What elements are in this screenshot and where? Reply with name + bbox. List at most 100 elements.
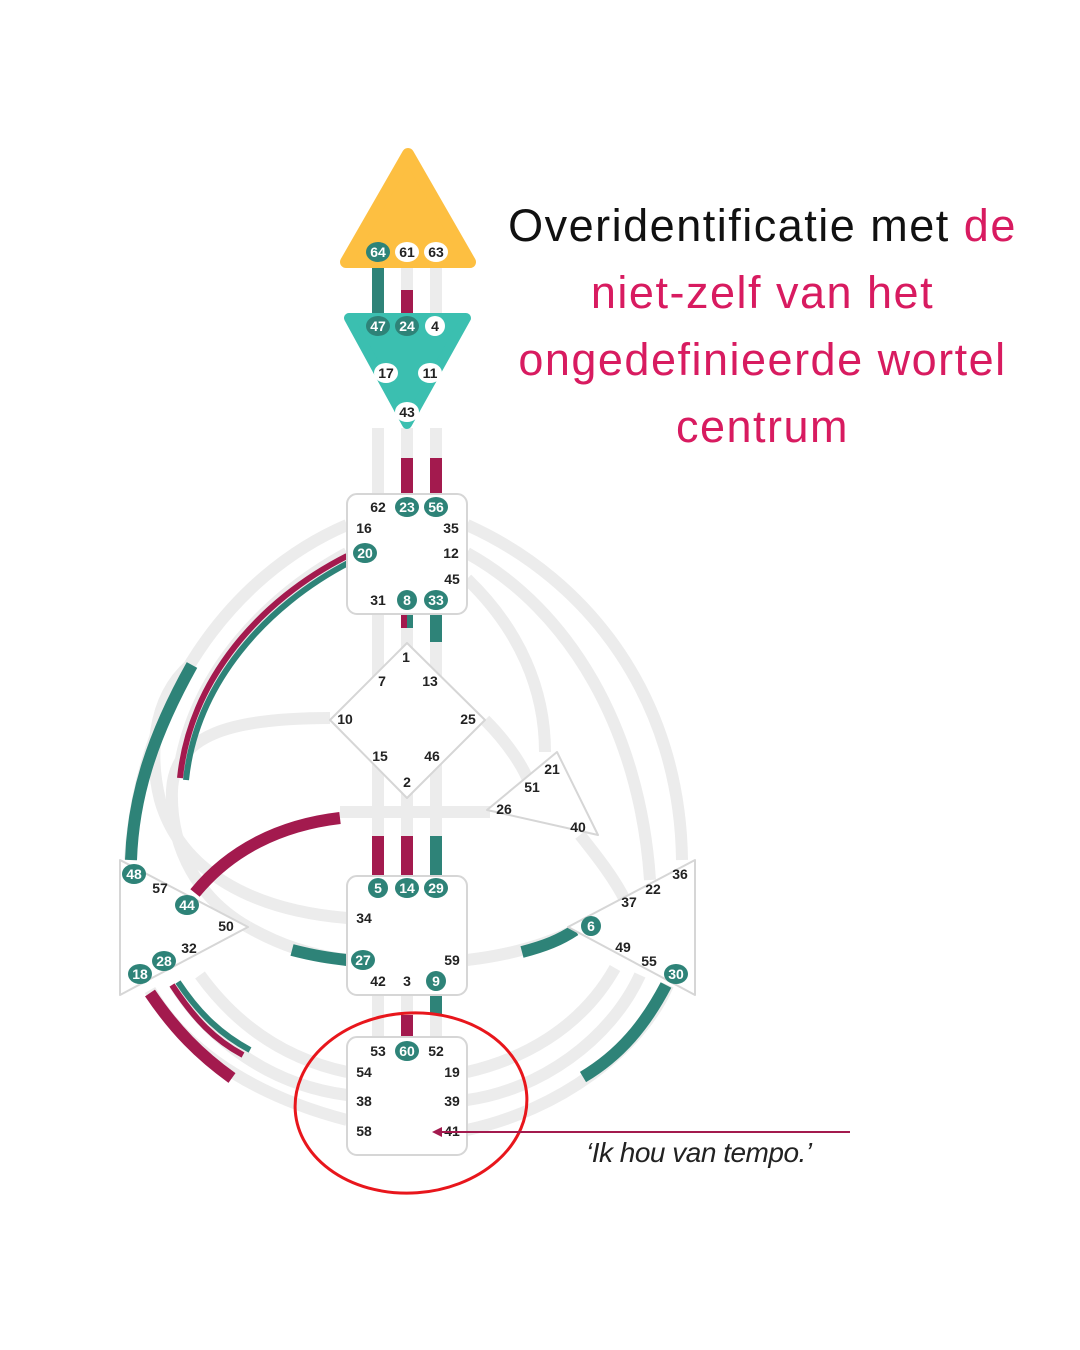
gate-55: 55 [641, 953, 657, 969]
gate-51: 51 [524, 779, 540, 795]
gate-number: 22 [645, 881, 661, 897]
gate-39: 39 [444, 1093, 460, 1109]
gate-16: 16 [356, 520, 372, 536]
gate-number: 55 [641, 953, 657, 969]
gate-number: 26 [496, 801, 512, 817]
gate-21: 21 [544, 761, 560, 777]
gate-44: 44 [175, 895, 199, 915]
gate-number: 53 [370, 1043, 386, 1059]
gate-35: 35 [443, 520, 459, 536]
quote-annotation: ‘Ik hou van tempo.’ [586, 1137, 812, 1168]
gate-number: 43 [399, 404, 415, 420]
title-plain: Overidentificatie met [508, 200, 964, 251]
gate-20: 20 [353, 543, 377, 563]
gate-number: 6 [587, 918, 595, 934]
active-gate-marker [426, 971, 446, 991]
solar-plexus-centre [567, 859, 696, 996]
active-gate-marker [395, 497, 419, 517]
gate-number: 8 [403, 592, 411, 608]
gate-52: 52 [428, 1043, 444, 1059]
gate-22: 22 [645, 881, 661, 897]
annotation-arrow-icon [432, 1127, 442, 1137]
gate-32: 32 [181, 940, 197, 956]
gate-number: 21 [544, 761, 560, 777]
gate-number: 7 [378, 673, 386, 689]
gate-1: 1 [402, 649, 410, 665]
gate-49: 49 [615, 939, 631, 955]
gate-28: 28 [152, 951, 176, 971]
active-gate-marker [397, 590, 417, 610]
gate-61: 61 [395, 242, 419, 262]
gate-number: 59 [444, 952, 460, 968]
active-gate-marker [424, 590, 448, 610]
active-gate-marker [366, 242, 390, 262]
gate-15: 15 [372, 748, 388, 764]
gate-number: 11 [423, 365, 438, 381]
gate-number: 36 [672, 866, 688, 882]
gate-number: 61 [399, 244, 415, 260]
gate-14: 14 [395, 878, 419, 898]
gate-number: 19 [444, 1064, 460, 1080]
sacral-centre [346, 875, 468, 996]
gate-40: 40 [570, 819, 586, 835]
gate-number: 4 [431, 318, 439, 334]
gate-2: 2 [403, 774, 411, 790]
page-title: Overidentificatie met de niet-zelf van h… [500, 192, 1025, 460]
active-channels [125, 268, 672, 1083]
highlight-circle [293, 1011, 529, 1195]
gate-34: 34 [356, 910, 372, 926]
gate-53: 53 [370, 1043, 386, 1059]
active-gate-marker [424, 497, 448, 517]
gate-number: 20 [357, 545, 373, 561]
active-gate-marker [395, 878, 419, 898]
gate-number: 60 [399, 1043, 415, 1059]
gate-marker [424, 242, 448, 262]
gate-10: 10 [337, 711, 353, 727]
gate-number: 30 [668, 966, 684, 982]
gate-number: 46 [424, 748, 440, 764]
gate-number: 31 [370, 592, 386, 608]
gate-63: 63 [424, 242, 448, 262]
gate-number: 45 [444, 571, 460, 587]
gate-8: 8 [397, 590, 417, 610]
gate-42: 42 [370, 973, 386, 989]
gate-number: 58 [356, 1123, 372, 1139]
gate-number: 16 [356, 520, 372, 536]
active-gate-marker [424, 878, 448, 898]
gate-25: 25 [460, 711, 476, 727]
gate-60: 60 [395, 1041, 419, 1061]
gate-26: 26 [496, 801, 512, 817]
gate-29: 29 [424, 878, 448, 898]
gate-11: 11 [418, 363, 442, 383]
gate-number: 1 [402, 649, 410, 665]
gate-4: 4 [425, 316, 445, 336]
gate-24: 24 [395, 316, 419, 336]
gate-number: 32 [181, 940, 197, 956]
gate-number: 63 [428, 244, 444, 260]
gate-number: 47 [370, 318, 386, 334]
gate-number: 33 [428, 592, 444, 608]
ego-centre [486, 751, 599, 836]
spleen-centre [119, 859, 249, 996]
gate-12: 12 [443, 545, 459, 561]
gate-33: 33 [424, 590, 448, 610]
gate-number: 51 [524, 779, 540, 795]
gate-number: 23 [399, 499, 415, 515]
gate-23: 23 [395, 497, 419, 517]
active-gate-marker [152, 951, 176, 971]
gate-45: 45 [444, 571, 460, 587]
gate-number: 57 [152, 880, 168, 896]
gate-62: 62 [370, 499, 386, 515]
active-gate-marker [368, 878, 388, 898]
head-centre [340, 148, 476, 268]
gate-marker [374, 363, 398, 383]
gate-30: 30 [664, 964, 688, 984]
active-gate-marker [664, 964, 688, 984]
gate-number: 10 [337, 711, 353, 727]
gate-46: 46 [424, 748, 440, 764]
gate-57: 57 [152, 880, 168, 896]
title-highlight: de niet-zelf van het ongedefinieerde wor… [518, 200, 1017, 452]
gate-number: 38 [356, 1093, 372, 1109]
